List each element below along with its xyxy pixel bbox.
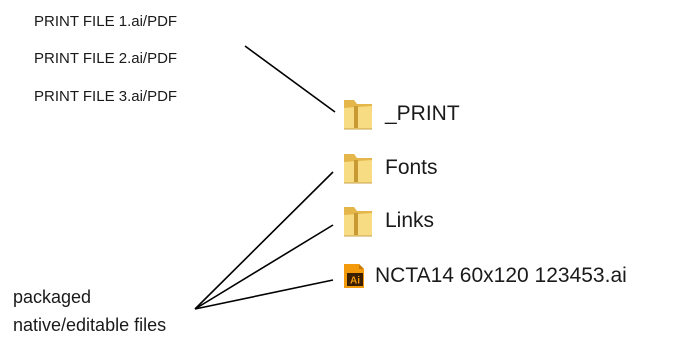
folder-icon (341, 203, 375, 239)
ai-file-connector (194, 279, 334, 310)
print-folder-label: _PRINT (385, 102, 460, 125)
ai-file-label: NCTA14 60x120 123453.ai (375, 264, 627, 287)
print-file-3-label: PRINT FILE 3.ai/PDF (34, 88, 178, 105)
caption-line-1: packaged (13, 287, 92, 307)
illustrator-file-icon: Ai (342, 263, 366, 289)
ai-file[interactable]: Ai NCTA14 60x120 123453.ai (342, 263, 627, 289)
ai-badge: Ai (350, 276, 360, 287)
fonts-folder-label: Fonts (385, 156, 438, 179)
print-file-2-label: PRINT FILE 2.ai/PDF (34, 50, 178, 67)
links-folder-label: Links (385, 209, 435, 232)
folder-icon (341, 96, 375, 132)
links-connector (194, 224, 334, 310)
folder-icon (341, 150, 375, 186)
fonts-folder[interactable]: Fonts (341, 150, 438, 186)
print-folder[interactable]: _PRINT (341, 96, 460, 132)
print-files-connector (244, 45, 336, 113)
print-file-1-label: PRINT FILE 1.ai/PDF (34, 13, 178, 30)
fonts-connector (194, 171, 334, 310)
caption-line-2: native/editable files (13, 315, 167, 335)
links-folder[interactable]: Links (341, 203, 434, 239)
